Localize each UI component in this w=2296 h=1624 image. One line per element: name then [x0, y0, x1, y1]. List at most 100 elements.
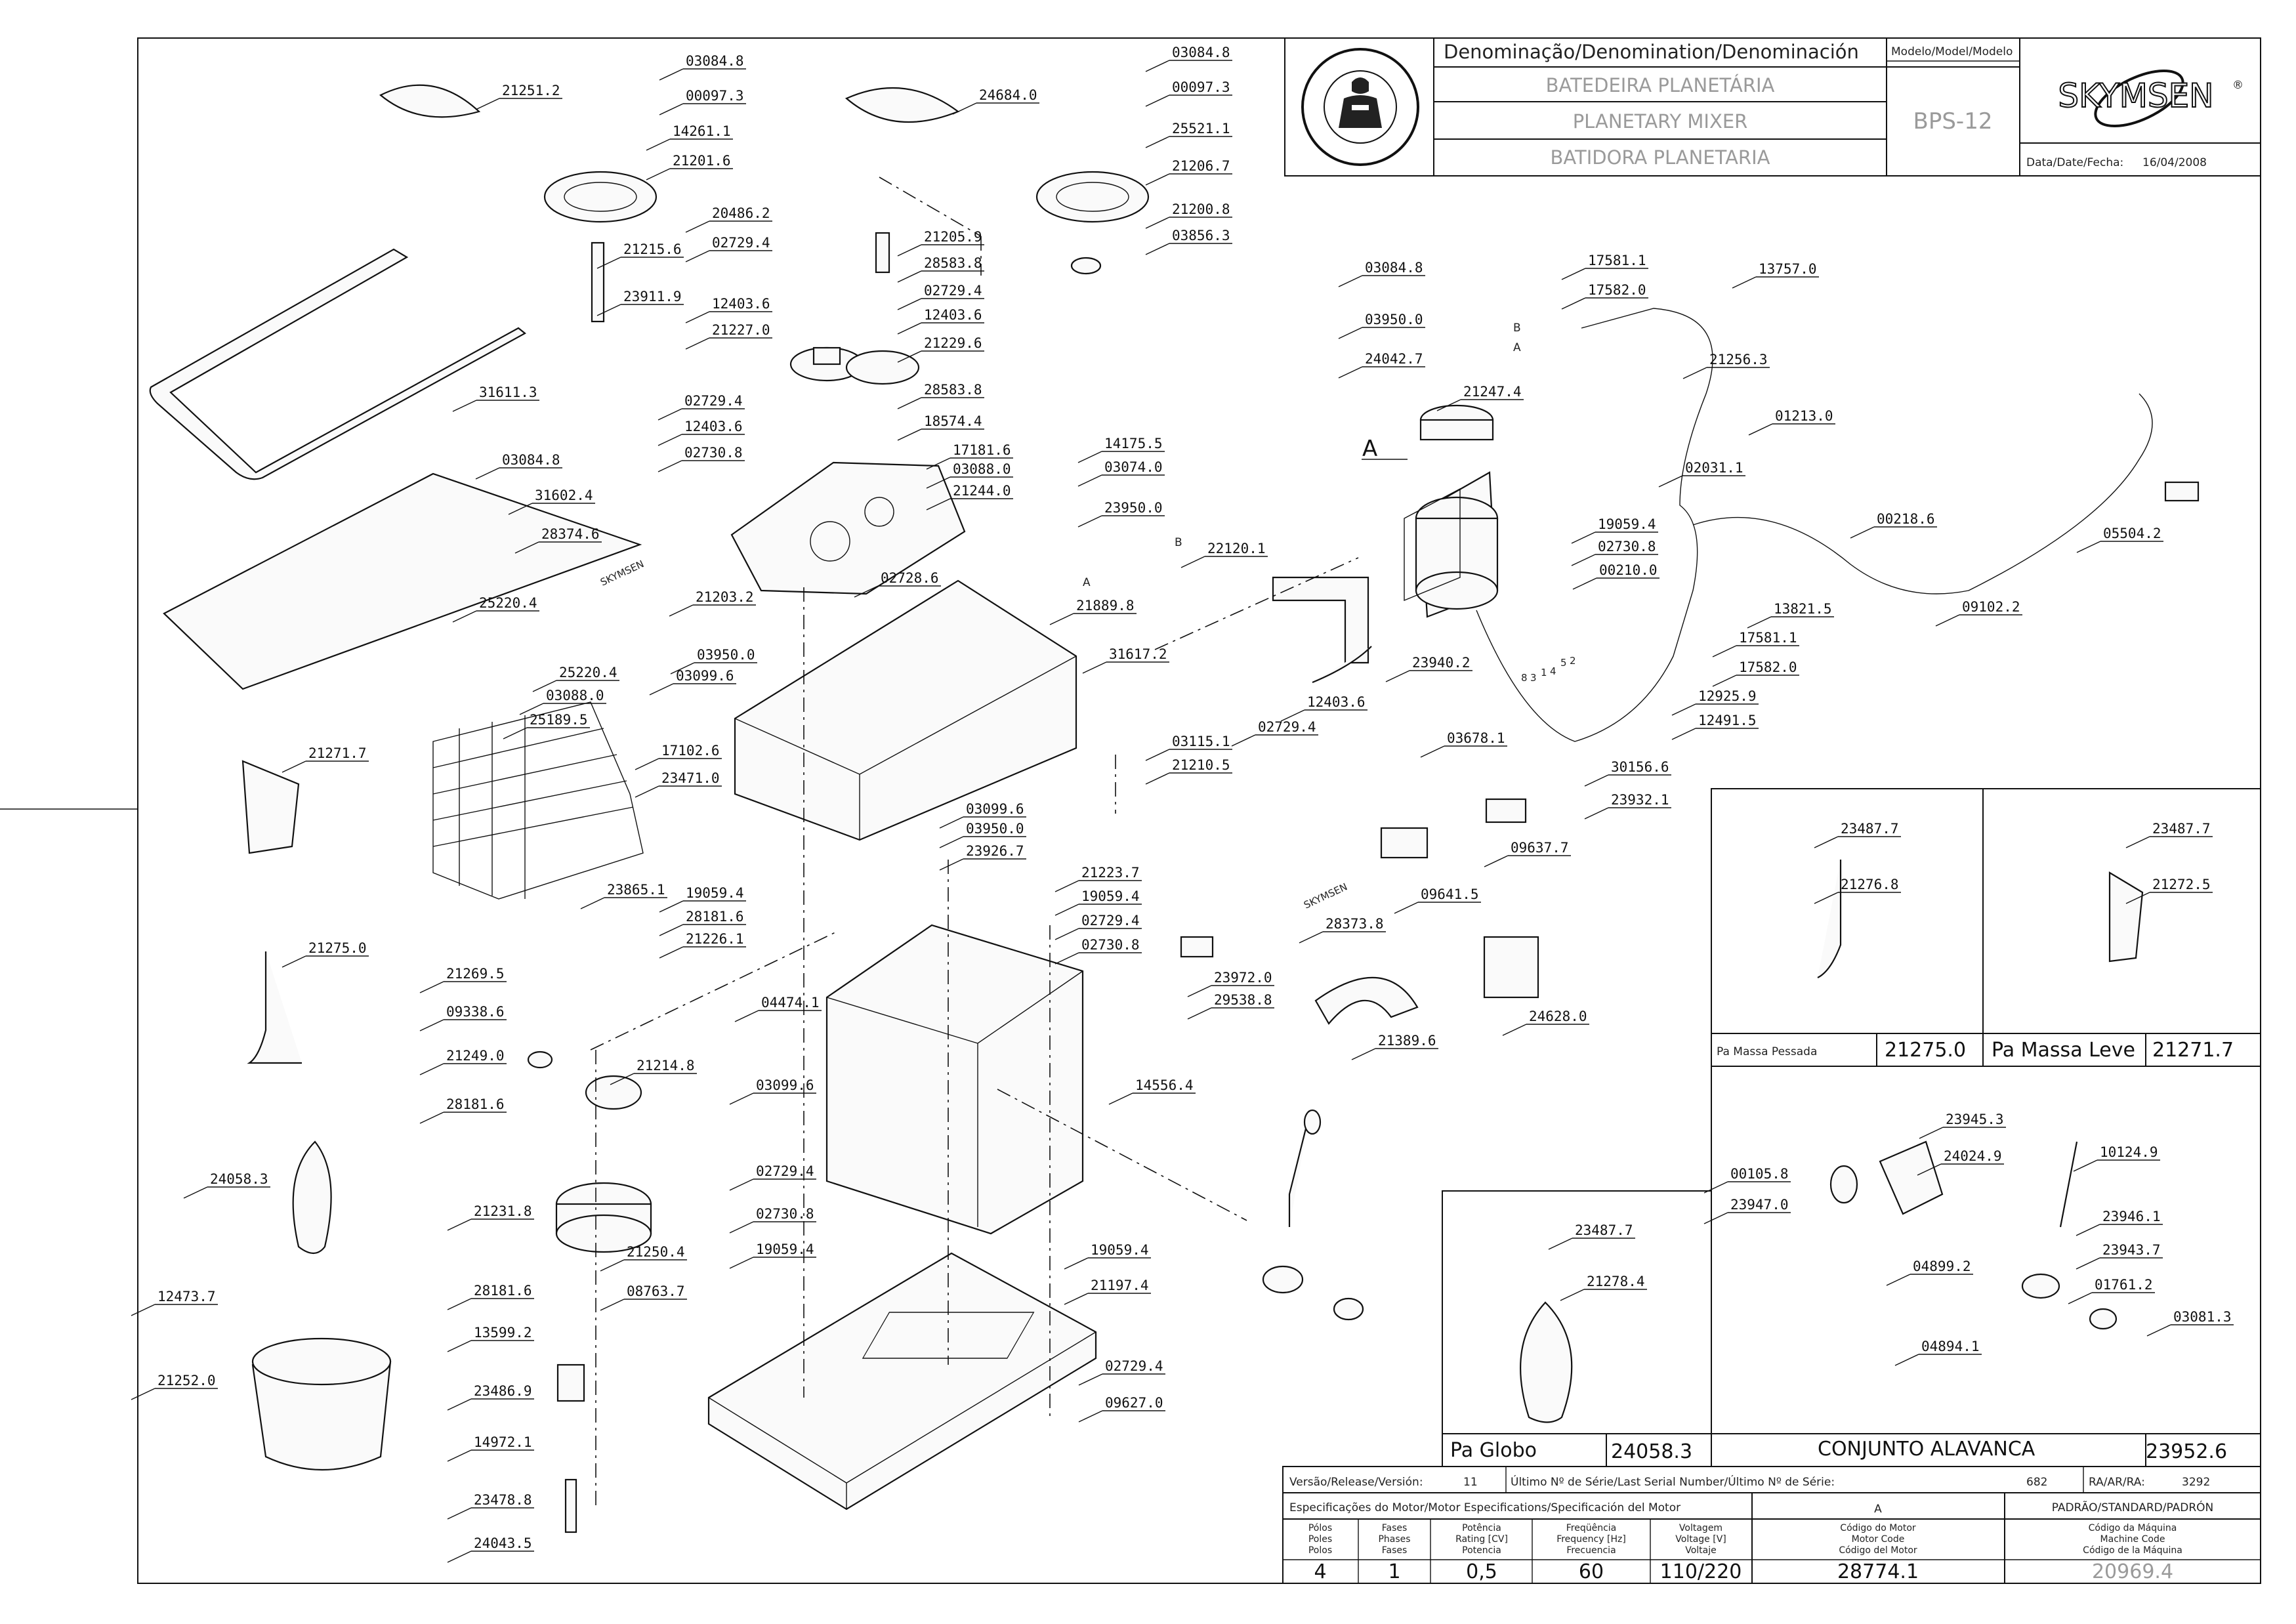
- leader-line: [1077, 515, 1102, 528]
- part-number-label: 21197.4: [1091, 1278, 1149, 1293]
- part-number-label: 02730.8: [1598, 539, 1656, 554]
- panel-light-beater-code: 21271.7: [2152, 1039, 2234, 1062]
- leader-line: [1584, 807, 1609, 820]
- part-number-label: 12403.6: [684, 419, 743, 434]
- part-callout: 23932.1: [1584, 792, 1671, 820]
- part-number-label: 23950.0: [1104, 500, 1163, 516]
- leader-line: [939, 836, 964, 848]
- part-number-label: 19059.4: [756, 1241, 814, 1257]
- part-callout: 01761.2: [2068, 1277, 2155, 1304]
- base-plate: [707, 1252, 1097, 1510]
- part-callout: 03084.8: [1338, 260, 1425, 287]
- part-callout: 21223.7: [1054, 865, 1142, 892]
- part-number-label: 21276.8: [1841, 877, 1899, 892]
- leader-line: [1671, 728, 1696, 740]
- part-callout: 21249.0: [419, 1048, 507, 1075]
- part-callout: 12403.6: [897, 307, 984, 335]
- part-number-label: 29538.8: [1214, 992, 1272, 1008]
- part-number-label: 04894.1: [1921, 1339, 1980, 1354]
- part-callout: 01213.0: [1748, 408, 1835, 436]
- leader-line: [1145, 60, 1170, 72]
- part-callout: 12473.7: [131, 1289, 218, 1316]
- part-number-label: 24684.0: [979, 87, 1037, 103]
- pulley-right: [1035, 171, 1150, 223]
- panel-lever-name: CONJUNTO ALAVANCA: [1818, 1438, 2035, 1461]
- leader-line: [1502, 1024, 1527, 1036]
- part-number-label: 19059.4: [1091, 1242, 1149, 1258]
- product-name-en: PLANETARY MIXER: [1573, 110, 1748, 133]
- leader-line: [646, 168, 671, 180]
- leader-line: [1420, 745, 1445, 758]
- part-number-label: 23471.0: [661, 770, 720, 786]
- part-callout: 17102.6: [635, 743, 722, 770]
- leader-line: [596, 304, 621, 316]
- part-callout: 23940.2: [1385, 655, 1472, 682]
- part-number-label: 28181.6: [686, 909, 744, 925]
- leader-line: [729, 1221, 754, 1234]
- column-body: [825, 924, 1084, 1235]
- svg-text:SKYMSEN: SKYMSEN: [2058, 77, 2213, 115]
- wire-number-3: 3: [1530, 672, 1537, 684]
- part-callout: 21203.2: [669, 589, 756, 617]
- part-number-label: 03084.8: [1365, 260, 1423, 276]
- part-callout: 21275.0: [282, 940, 369, 968]
- leader-line: [659, 924, 684, 936]
- assembly-axes: [590, 177, 1359, 1509]
- leader-line: [1054, 928, 1079, 940]
- motor-spec-label: Especificações do Motor/Motor Especifica…: [1289, 1501, 1680, 1514]
- leader-line: [2076, 1224, 2100, 1236]
- leader-line: [419, 1019, 444, 1031]
- leader-line: [2068, 1292, 2093, 1304]
- switch-arrow-B: B: [1175, 536, 1182, 549]
- part-number-label: 24042.7: [1365, 351, 1423, 367]
- part-number-label: 13599.2: [474, 1325, 532, 1341]
- leader-line: [657, 434, 682, 446]
- leader-line: [532, 680, 557, 692]
- part-number-label: 02729.4: [1105, 1358, 1163, 1374]
- part-callout: 23972.0: [1187, 970, 1274, 997]
- part-number-label: 03084.8: [686, 53, 744, 69]
- leader-line: [659, 946, 684, 959]
- part-callout: 23947.0: [1703, 1197, 1791, 1224]
- part-callout: 09627.0: [1078, 1395, 1165, 1423]
- serial-label: Último Nº de Série/Last Serial Number/Úl…: [1511, 1474, 1835, 1489]
- part-number-label: 21206.7: [1172, 158, 1230, 174]
- part-callout: 24043.5: [447, 1535, 534, 1563]
- leader-line: [657, 460, 682, 472]
- product-name-pt: BATEDEIRA PLANETÁRIA: [1546, 74, 1775, 96]
- part-callout: 24684.0: [952, 87, 1039, 115]
- leader-line: [1082, 661, 1107, 674]
- leader-line: [475, 467, 500, 480]
- part-callout: 28181.6: [419, 1096, 507, 1124]
- part-callouts: 03084.800097.314261.121201.621251.221215…: [131, 45, 2234, 1563]
- part-number-label: 03115.1: [1172, 734, 1230, 749]
- part-number-label: 03950.0: [966, 821, 1024, 837]
- machine-code-value: 20969.4: [2092, 1560, 2173, 1583]
- part-callout: 00097.3: [659, 88, 746, 115]
- part-number-label: 23865.1: [607, 882, 665, 898]
- part-number-label: 21247.4: [1463, 384, 1522, 400]
- part-number-label: 17181.6: [953, 442, 1011, 458]
- leader-line: [282, 955, 306, 968]
- part-callout: 31611.3: [452, 385, 539, 412]
- part-number-label: 31602.4: [535, 488, 593, 503]
- part-number-label: 02031.1: [1685, 460, 1743, 476]
- leader-line: [1814, 836, 1839, 848]
- voltage-value: 110/220: [1660, 1560, 1742, 1583]
- power-header-1: Potência: [1462, 1523, 1501, 1533]
- leader-line: [729, 1178, 754, 1191]
- part-number-label: 24628.0: [1529, 1009, 1587, 1024]
- machine-code-header-2: Machine Code: [2100, 1534, 2165, 1545]
- part-number-label: 21889.8: [1076, 598, 1135, 614]
- volt-header-3: Voltaje: [1685, 1545, 1717, 1556]
- leader-line: [897, 244, 922, 257]
- part-callout: 21210.5: [1145, 757, 1232, 785]
- part-callout: 03088.0: [519, 688, 606, 715]
- part-number-label: 19059.4: [1598, 516, 1656, 532]
- leader-line: [646, 138, 671, 151]
- freq-header-3: Frecuencia: [1566, 1545, 1616, 1556]
- leader-line: [2125, 892, 2150, 904]
- tray: [734, 579, 1077, 841]
- leader-line: [1712, 645, 1737, 657]
- leader-line: [447, 1298, 472, 1310]
